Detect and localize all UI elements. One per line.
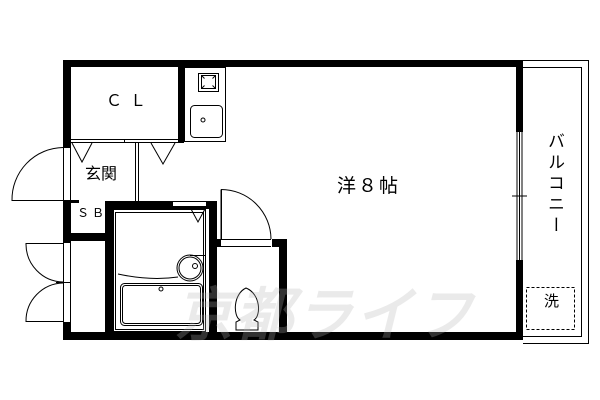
toilet-icon [234, 287, 259, 331]
washer-space-label: 洗 [544, 292, 560, 310]
stove-icon [198, 73, 219, 92]
bath-counter [117, 273, 179, 279]
balcony-label: バルコニー [544, 132, 564, 237]
entrance-label: 玄関 [85, 164, 118, 183]
closet-door-marks [71, 142, 176, 166]
entrance-door [11, 147, 71, 201]
outer-walls [63, 60, 523, 340]
storage-double-door [25, 243, 71, 322]
balcony-outline [523, 60, 589, 344]
bath-door-mark [190, 208, 206, 224]
shoe-box-label: ＳＢ [77, 206, 108, 220]
bathtub-icon [120, 283, 203, 326]
kitchen-sink-icon [190, 105, 223, 138]
toilet-door-swing [220, 189, 272, 240]
closet-label: ＣＬ [106, 91, 155, 110]
unit-bath [113, 201, 206, 332]
wash-basin-icon [176, 254, 204, 282]
western-room-label: 洋８帖 [337, 175, 401, 197]
kitchen-counter [184, 67, 226, 142]
balcony-window [512, 132, 527, 260]
toilet-room [220, 189, 272, 331]
